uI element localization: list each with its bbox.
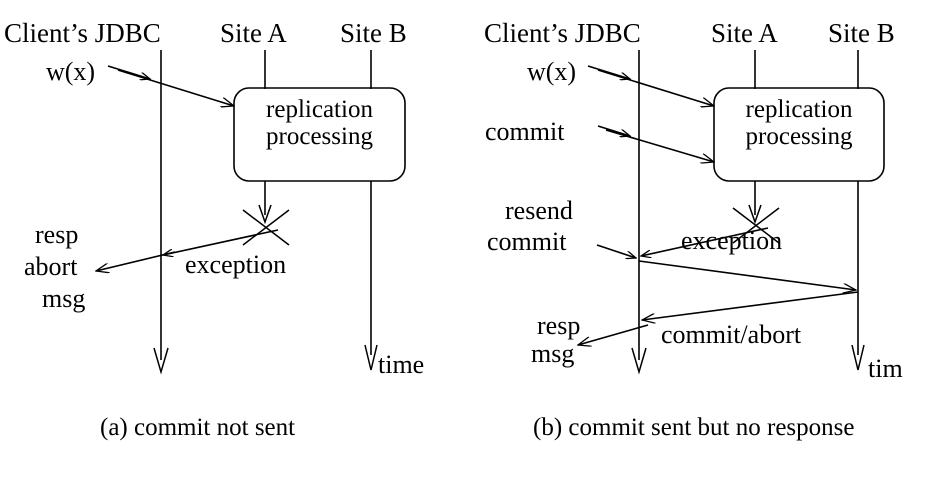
panel-b-lifeline-label-site-b: Site B (828, 18, 895, 48)
panel-a-msg-exception (163, 229, 279, 255)
panel-a-failure-x (242, 209, 290, 246)
panel-b-label-resend-commit: commit (487, 227, 567, 256)
panel-b-lifeline-jdbc (631, 50, 647, 375)
panel-a-msg-abort (96, 251, 176, 271)
panel-b-msg-commit-abort (642, 291, 859, 320)
panel-b-lifeline-site-b (851, 50, 865, 371)
panel-b-label-commit: commit (485, 117, 565, 146)
panel-a-lifeline-jdbc (153, 50, 169, 375)
panel-b-label-commit-abort: commit/abort (661, 320, 802, 349)
panel-a-lifeline-label-site-b: Site B (340, 18, 407, 48)
panel-b-msg-resend (596, 244, 636, 258)
panel-b-caption: (b) commit sent but no response (533, 414, 855, 441)
panel-a-msg-wx-2 (117, 69, 234, 106)
panel-a-caption: (a) commit not sent (100, 414, 296, 441)
panel-a-label-exception: exception (185, 250, 287, 279)
panel-b-process-box (713, 87, 885, 182)
panel-b-label-resend: resend (505, 196, 573, 225)
panel-a-process-box-line1: replication (266, 96, 373, 123)
panel-a-process-box (233, 87, 406, 182)
panel-a-process-box-line2: processing (266, 122, 373, 150)
panel-b-msg-wx-2 (597, 69, 714, 106)
panel-b-msg-resp (578, 324, 649, 345)
panel-b-msg-wx-1 (587, 65, 630, 79)
panel-b-label-wx: w(x) (527, 57, 577, 86)
panel-b-process-box-line2: processing (745, 122, 853, 150)
panel-a-lifeline-label-jdbc: Client’s JDBC (4, 18, 161, 48)
panel-b-lifeline-label-jdbc: Client’s JDBC (484, 18, 641, 48)
panel-a-process-box-text: replication processing (236, 96, 403, 150)
panel-a-label-resp: resp (35, 220, 79, 249)
panel-a-label-wx: w(x) (46, 57, 96, 86)
panel-a-axis-label-time: time (378, 350, 425, 379)
panel-b-msg-commit-1 (597, 125, 630, 136)
panel-b-msg-to-site-b (638, 260, 856, 290)
panel-b-msg-commit-2 (605, 129, 714, 162)
panel-b-msg-exception (641, 227, 769, 256)
panel-b-lifeline-site-a (748, 50, 762, 225)
panel-a-msg-wx-1 (107, 65, 150, 79)
panel-b-axis-label-time: tim (868, 354, 903, 383)
panel-b-label-msg: msg (531, 339, 575, 368)
panel-b-label-resp: resp (537, 311, 581, 340)
panel-a-lifeline-label-site-a: Site A (220, 18, 287, 48)
panel-a-lifeline-site-a (258, 50, 272, 225)
panel-b-process-box-text: replication processing (716, 96, 882, 150)
panel-b-label-exception: exception (681, 226, 783, 255)
panel-b-failure-x (732, 207, 780, 244)
panel-a-label-msg: msg (42, 284, 86, 313)
panel-a-lifeline-site-b (364, 50, 378, 371)
panel-a-label-abort: abort (24, 252, 78, 281)
panel-b-process-box-line1: replication (745, 96, 853, 123)
panel-b-lifeline-label-site-a: Site A (711, 18, 778, 48)
